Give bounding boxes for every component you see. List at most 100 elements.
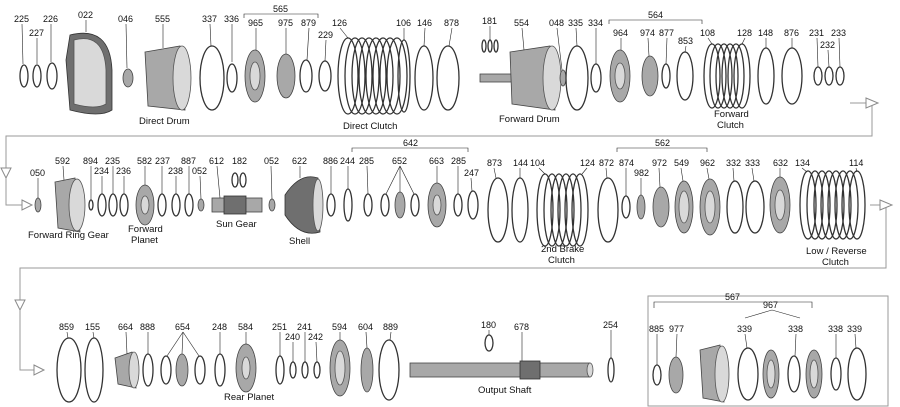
part-972-spring — [652, 186, 670, 228]
leader — [182, 331, 200, 357]
part-label: 876 — [784, 28, 799, 38]
name-forward-ring-gear: Forward Ring Gear — [28, 230, 109, 241]
part-663-planet-hub — [432, 194, 442, 216]
leader — [605, 167, 608, 179]
part-label: 242 — [308, 332, 323, 342]
part-label: 124 — [580, 158, 595, 168]
arrow-row1-end — [865, 97, 880, 109]
part-label: 962 — [700, 158, 715, 168]
bracket-label-642: 642 — [403, 138, 418, 148]
part-label: 337 — [202, 14, 217, 24]
leader — [732, 167, 735, 182]
part-874-ring — [621, 195, 631, 219]
part-label: 874 — [619, 158, 634, 168]
part-label: 878 — [444, 18, 459, 28]
part-label: 022 — [78, 10, 93, 20]
part-859-snap-ring — [56, 337, 82, 403]
part-label: 977 — [669, 324, 684, 334]
arrow-row3-start — [14, 299, 26, 312]
part-label: 128 — [737, 28, 752, 38]
leader — [827, 49, 830, 68]
part-877-seal — [661, 63, 671, 89]
bracket-label-565: 565 — [273, 4, 288, 14]
part-236-washer — [119, 193, 129, 217]
part-339-seal — [737, 347, 759, 401]
row2-parts — [34, 170, 866, 247]
part-182-seal-a — [231, 172, 239, 188]
part-582-forward-planet-hub — [140, 195, 150, 215]
clutch-plate — [358, 37, 380, 115]
part-label: 873 — [487, 158, 502, 168]
clutch-plate — [557, 173, 575, 247]
part-180-seal — [484, 334, 494, 352]
part-label: 148 — [758, 28, 773, 38]
part-label: 333 — [745, 158, 760, 168]
part-888-seal — [142, 353, 154, 387]
part-885-ring — [652, 364, 662, 386]
name-rear-planet: Rear Planet — [224, 392, 275, 403]
part-554-forward-drum-shaft — [479, 73, 516, 83]
part-label: 887 — [181, 156, 196, 166]
part-146-plate — [414, 45, 434, 111]
part-label: 182 — [232, 156, 247, 166]
part-label: 632 — [773, 158, 788, 168]
row3-parts — [56, 334, 867, 403]
name-forward-drum: Forward Drum — [499, 114, 560, 125]
arrow-row2-entry — [21, 199, 34, 211]
part-label: 104 — [530, 158, 545, 168]
leader — [665, 37, 668, 65]
bracket-564-line — [608, 19, 703, 24]
leader — [366, 165, 369, 195]
part-label: 654 — [175, 322, 190, 332]
part-962-piston-hub — [704, 190, 716, 224]
part-label: 234 — [94, 166, 109, 176]
part-label: 126 — [332, 18, 347, 28]
part-022-band-inner — [73, 38, 107, 108]
part-label: 334 — [588, 18, 603, 28]
bracket-label-967: 967 — [763, 300, 778, 310]
clutch-plate — [571, 173, 589, 247]
part-label: 254 — [603, 320, 618, 330]
name-forward-clutch-line1: Forward — [714, 109, 749, 120]
clutch-plate — [379, 37, 401, 115]
part-label: 594 — [332, 322, 347, 332]
part-853-plate — [676, 51, 694, 101]
part-872-snap-ring — [597, 177, 619, 243]
part-233-ring — [835, 66, 845, 86]
part-label: 965 — [248, 18, 263, 28]
clutch-plate — [709, 43, 727, 109]
bracket-label-567: 567 — [725, 292, 740, 302]
part-232-ring — [824, 66, 834, 86]
part-887-washer — [184, 193, 194, 217]
bracket-642-line — [351, 147, 469, 152]
leader — [855, 167, 858, 173]
part-label: 549 — [674, 158, 689, 168]
leader — [658, 167, 661, 188]
sub-assembly-frame — [647, 295, 889, 407]
part-label: 975 — [278, 18, 293, 28]
part-label: 181 — [482, 16, 497, 26]
part-label: 604 — [358, 322, 373, 332]
leader — [448, 27, 453, 47]
part-652-gear-a — [380, 193, 390, 217]
leader — [389, 331, 392, 341]
clutch-plate — [820, 170, 838, 240]
leader — [21, 23, 24, 65]
flow-line-row2-entry — [5, 178, 25, 206]
part-134-114-low-reverse-clutch-plates — [799, 170, 866, 240]
leader — [209, 23, 212, 47]
clutch-plate — [715, 43, 733, 109]
clutch-plate — [372, 37, 394, 115]
part-876-snap-ring — [781, 47, 803, 105]
name-forward-planet-line1: Forward — [128, 224, 163, 235]
part-894-ring — [88, 199, 94, 211]
part-238-washer — [171, 193, 181, 217]
part-label: 106 — [396, 18, 411, 28]
flow-line-row3-entry — [19, 310, 36, 371]
part-label: 052 — [264, 156, 279, 166]
leader — [125, 23, 128, 69]
part-label: 982 — [634, 168, 649, 178]
part-338-seal-b — [830, 357, 842, 391]
part-889-snap-ring — [378, 339, 400, 401]
